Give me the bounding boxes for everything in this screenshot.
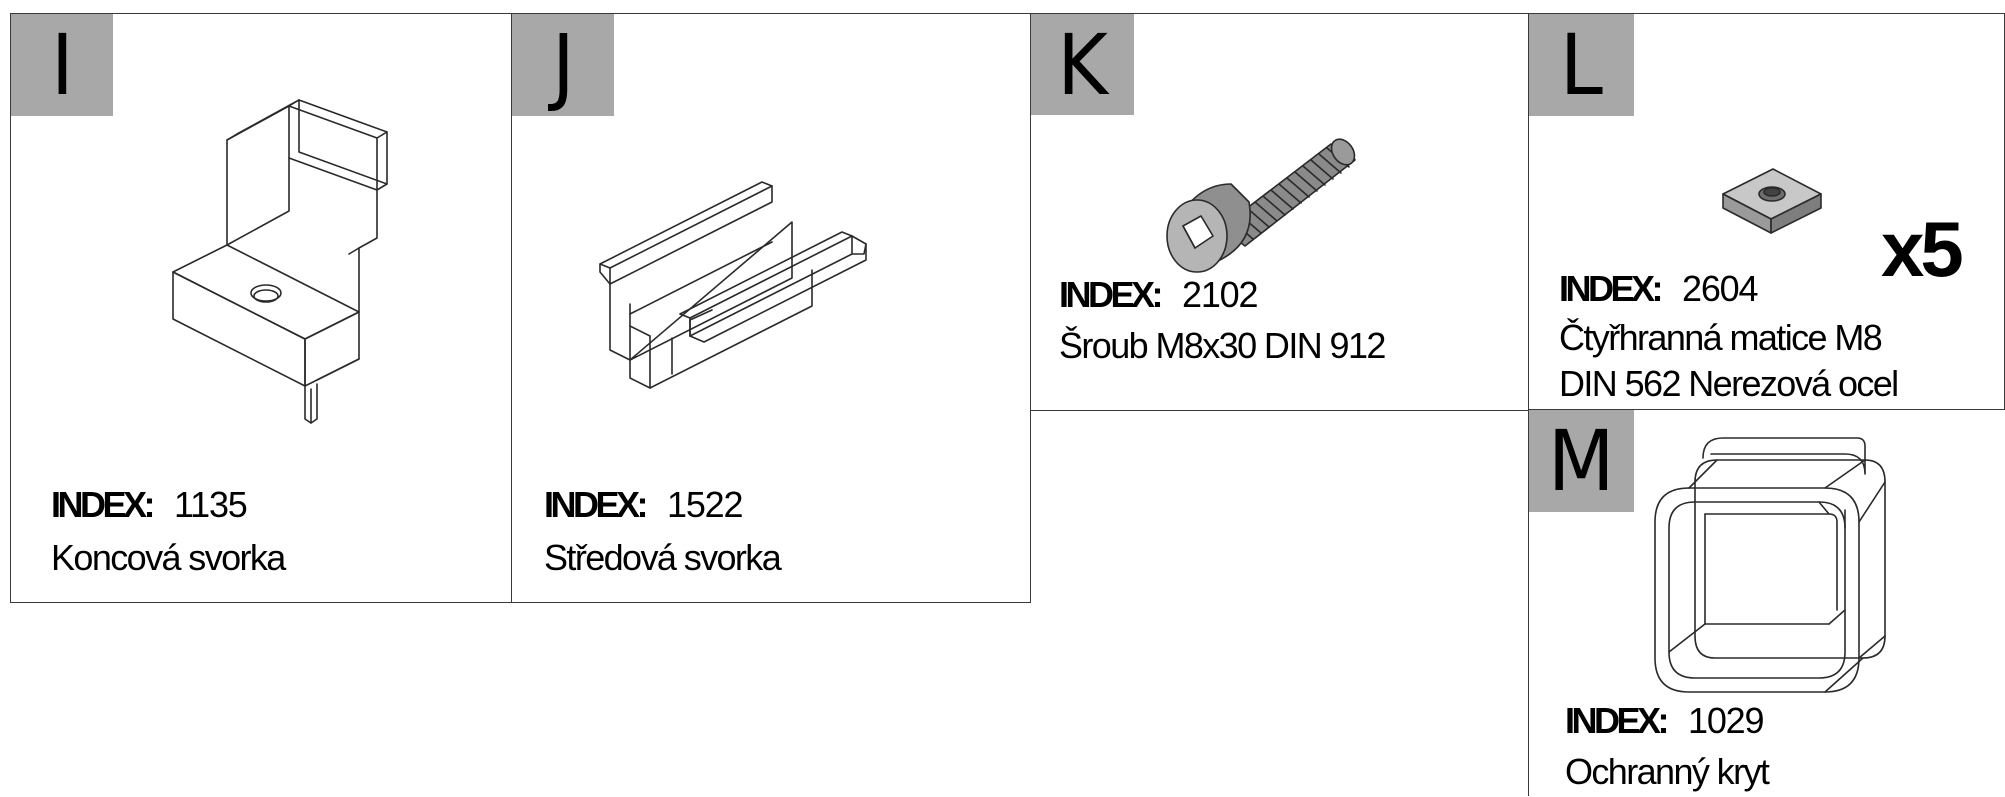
- part-letter-badge: J: [512, 14, 614, 116]
- part-panel-m: M INDEX: 1029 Ochranný kryt: [1528, 409, 2005, 796]
- index-number: 1522: [667, 484, 744, 525]
- end-clamp-icon: [172, 99, 388, 424]
- index-number: 2102: [1182, 274, 1259, 315]
- index-line: INDEX: 1135: [51, 484, 248, 526]
- square-nut-icon: [1722, 168, 1822, 234]
- index-line: INDEX: 1522: [544, 484, 744, 526]
- part-description-line-1: Čtyřhranná matice M8: [1559, 317, 1883, 358]
- part-panel-l: L x5 INDEX: 2604 Čtyřhranná matice M8 DIN…: [1528, 13, 2005, 411]
- middle-clamp-icon: [599, 181, 867, 389]
- part-description: Koncová svorka: [51, 537, 286, 578]
- part-panel-i: I INDEX: 1135 Koncová svorka: [10, 13, 513, 603]
- index-number: 1029: [1688, 700, 1765, 741]
- end-cap-icon: [1654, 437, 1886, 693]
- index-line: INDEX: 2102: [1059, 274, 1259, 316]
- index-label: INDEX:: [1059, 274, 1164, 315]
- part-letter-badge: L: [1529, 14, 1634, 116]
- part-description: Ochranný kryt: [1565, 751, 1770, 792]
- index-line: INDEX: 1029: [1565, 700, 1765, 742]
- part-description: Šroub M8x30 DIN 912: [1059, 325, 1386, 366]
- index-label: INDEX:: [1559, 268, 1664, 309]
- index-number: 2604: [1682, 268, 1759, 309]
- socket-screw-icon: [1166, 138, 1356, 273]
- part-panel-j: J INDEX: 1522 Středová svorka: [511, 13, 1031, 603]
- part-letter-badge: K: [1031, 14, 1134, 115]
- index-number: 1135: [174, 484, 248, 525]
- index-line: INDEX: 2604: [1559, 268, 1759, 310]
- part-description: Středová svorka: [544, 537, 782, 578]
- index-label: INDEX:: [51, 484, 156, 525]
- part-letter-badge: M: [1529, 410, 1634, 512]
- quantity-label: x5: [1881, 205, 1964, 293]
- part-panel-k: K INDEX: 2102 Šroub M8x30 DIN 912: [1030, 13, 1530, 411]
- part-description-line-2: DIN 562 Nerezová ocel: [1559, 363, 1899, 404]
- index-label: INDEX:: [544, 484, 649, 525]
- index-label: INDEX:: [1565, 700, 1670, 741]
- part-letter-badge: I: [11, 14, 113, 116]
